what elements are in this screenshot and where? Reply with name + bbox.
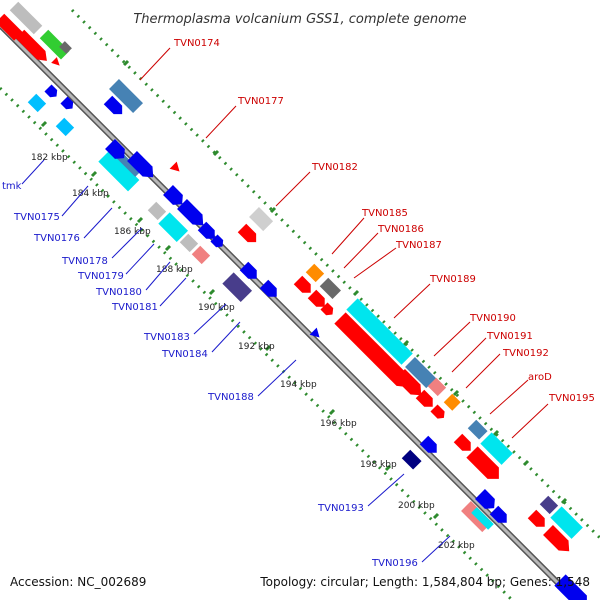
gene-tvn0186 — [319, 277, 341, 299]
gene-purple-block — [539, 495, 559, 515]
label-tvn0188: TVN0188 — [207, 392, 254, 403]
gene-tvn0182 — [249, 207, 274, 232]
gene-blue-arrow-n — [163, 185, 183, 205]
tick-label-190: 190 kbp — [198, 303, 235, 313]
gene-tvn0181 — [191, 245, 211, 265]
label-tvn0195: TVN0195 — [548, 393, 595, 404]
gene-red-arrow-1 — [15, 29, 47, 61]
gene-tmk-cyan — [27, 93, 47, 113]
inner-tick-marks — [40, 120, 440, 520]
gene-blue-small-2 — [60, 96, 74, 110]
label-tvn0175: TVN0175 — [13, 212, 60, 223]
gene-tvn0174 — [109, 79, 143, 113]
label-tvn0179: TVN0179 — [77, 271, 124, 282]
gene-blue-arrow-q — [210, 234, 224, 248]
accession-text: Accession: NC_002689 — [10, 575, 146, 589]
gene-tvn0180 — [179, 233, 199, 253]
tick-label-202: 202 kbp — [438, 541, 475, 551]
gene-blue-small-1 — [44, 84, 58, 98]
gene-tvn0185 — [305, 263, 325, 283]
gene-tvn0192 — [443, 393, 461, 411]
gene-tvn0189 — [346, 298, 413, 365]
label-tvn0180: TVN0180 — [95, 287, 142, 298]
gene-red-tri — [169, 161, 180, 172]
label-tvn0177: TVN0177 — [237, 96, 284, 107]
inner-gene-track — [27, 84, 587, 600]
tick-label-188: 188 kbp — [156, 265, 193, 275]
label-tvn0186: TVN0186 — [377, 224, 424, 235]
gene-red-block-1 — [0, 13, 23, 41]
label-tvn0184: TVN0184 — [161, 349, 208, 360]
label-tvn0193: TVN0193 — [317, 503, 364, 514]
genome-backbone — [0, 22, 578, 600]
top-gene-labels: TVN0174 TVN0177 TVN0182 TVN0185 TVN0186 … — [173, 38, 595, 404]
gene-blue-arrow-p — [197, 221, 215, 239]
gene-tvn0191 — [427, 377, 447, 397]
tick-label-192: 192 kbp — [238, 342, 275, 352]
gene-cyan-block-2 — [550, 506, 583, 539]
label-tmk: tmk — [2, 181, 22, 192]
label-tvn0192: TVN0192 — [502, 348, 549, 359]
gene-red-arrow-e — [395, 369, 422, 396]
gene-tvn0193 — [401, 449, 422, 470]
bottom-gene-labels: tmk TVN0175 TVN0176 TVN0178 TVN0179 TVN0… — [2, 181, 418, 569]
label-tvn0176: TVN0176 — [33, 233, 80, 244]
label-tvn0178: TVN0178 — [61, 256, 108, 267]
gene-red-arrow-j — [527, 509, 545, 527]
gene-red-arrow-b — [237, 223, 257, 243]
gene-cyan-small — [55, 117, 75, 137]
gene-red-arrow-k — [543, 525, 570, 552]
outer-dotted-track — [70, 8, 600, 540]
tick-label-186: 186 kbp — [114, 227, 151, 237]
gene-blue-arrow-o — [177, 199, 204, 226]
label-tvn0183: TVN0183 — [143, 332, 190, 343]
gene-blue-tri — [309, 327, 320, 338]
gene-tvn0190 — [405, 357, 437, 389]
gene-tvn0183 — [222, 272, 253, 303]
top-label-connectors — [139, 47, 549, 439]
genome-summary-text: Topology: circular; Length: 1,584,804 bp… — [259, 575, 590, 589]
label-tvn0190: TVN0190 — [469, 313, 516, 324]
tick-labels: 182 kbp 184 kbp 186 kbp 188 kbp 190 kbp … — [31, 153, 475, 551]
label-tvn0191: TVN0191 — [486, 331, 533, 342]
label-arod: aroD — [528, 372, 552, 383]
gene-red-long — [334, 312, 410, 388]
gene-tvn0187 — [320, 302, 334, 316]
gene-blue-arrow-m — [127, 151, 154, 178]
gene-red-arrow-c — [293, 275, 311, 293]
tick-label-194: 194 kbp — [280, 380, 317, 390]
label-tvn0185: TVN0185 — [361, 208, 408, 219]
gene-tvn0175 — [98, 150, 140, 192]
inner-dotted-track — [0, 86, 514, 600]
label-tvn0187: TVN0187 — [395, 240, 442, 251]
bottom-label-connectors — [21, 159, 451, 563]
label-tvn0174: TVN0174 — [173, 38, 220, 49]
gene-red-arrow-i — [466, 446, 499, 479]
gene-green-block — [39, 29, 70, 60]
gene-tvn0179 — [158, 212, 189, 243]
gene-red-arrow-g — [430, 404, 445, 419]
tick-label-198: 198 kbp — [360, 460, 397, 470]
gene-red-arrow-h — [453, 433, 471, 451]
label-tvn0182: TVN0182 — [311, 162, 358, 173]
outer-tick-marks — [122, 59, 568, 505]
gene-arod — [467, 419, 488, 440]
gene-tvn0195 — [480, 432, 513, 465]
tick-label-196: 196 kbp — [320, 419, 357, 429]
gene-tvn0178 — [147, 201, 167, 221]
gene-gray-block — [9, 1, 43, 35]
gene-dkgray-block — [59, 41, 72, 54]
tick-label-182: 182 kbp — [31, 153, 68, 163]
tick-label-200: 200 kbp — [398, 501, 435, 511]
label-tvn0181: TVN0181 — [111, 302, 158, 313]
gene-blue-arrow-a — [103, 95, 123, 115]
gene-blue-corner — [554, 574, 587, 600]
tick-label-184: 184 kbp — [72, 189, 109, 199]
map-title: Thermoplasma volcanium GSS1, complete ge… — [133, 12, 466, 27]
label-tvn0196: TVN0196 — [371, 558, 418, 569]
label-tvn0189: TVN0189 — [429, 274, 476, 285]
gene-cyan-small-2 — [471, 507, 494, 530]
